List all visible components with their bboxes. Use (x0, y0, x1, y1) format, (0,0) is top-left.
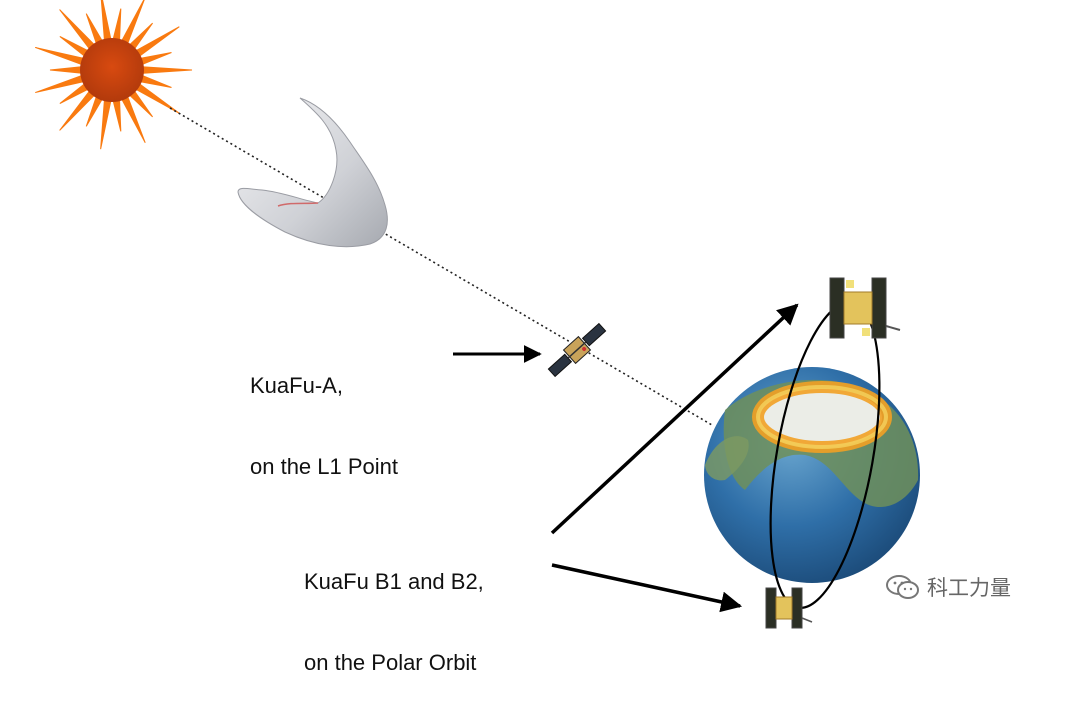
cme-cloud-icon (237, 97, 388, 248)
sun-ray (100, 98, 112, 150)
arrow-kuafu-b1 (550, 303, 799, 535)
label-kuafu-a: KuaFu-A, on the L1 Point (250, 318, 398, 507)
satellite-kuafu-b1 (829, 277, 901, 339)
watermark-text: 科工力量 (927, 576, 1011, 600)
label-kuafu-a-line1: KuaFu-A, (250, 373, 343, 398)
sun-ray (134, 26, 180, 58)
label-kuafu-a-line2: on the L1 Point (250, 454, 399, 479)
watermark: 科工力量 (885, 572, 1011, 602)
sun-ray (139, 74, 172, 88)
label-kuafu-b-line2: on the Polar Orbit (304, 650, 477, 675)
label-kuafu-b: KuaFu B1 and B2, on the Polar Orbit (304, 514, 484, 703)
sun-ray (139, 52, 172, 66)
label-kuafu-b-line1: KuaFu B1 and B2, (304, 569, 484, 594)
sun-ray (141, 66, 193, 74)
sun-ray (134, 82, 180, 114)
sun-ray (59, 89, 96, 131)
sun-ray (49, 66, 83, 74)
wechat-icon (886, 575, 919, 599)
satellite-kuafu-a (547, 322, 607, 378)
sun-icon (35, 0, 193, 150)
sun-ray (112, 98, 122, 132)
satellite-kuafu-b2 (765, 587, 813, 629)
sun-ray (59, 9, 96, 51)
sun-ray (100, 0, 112, 42)
sun-ray (112, 8, 122, 42)
diagram-canvas (35, 0, 920, 629)
arrow-kuafu-b2 (551, 563, 743, 613)
earth-globe-icon (704, 367, 920, 583)
